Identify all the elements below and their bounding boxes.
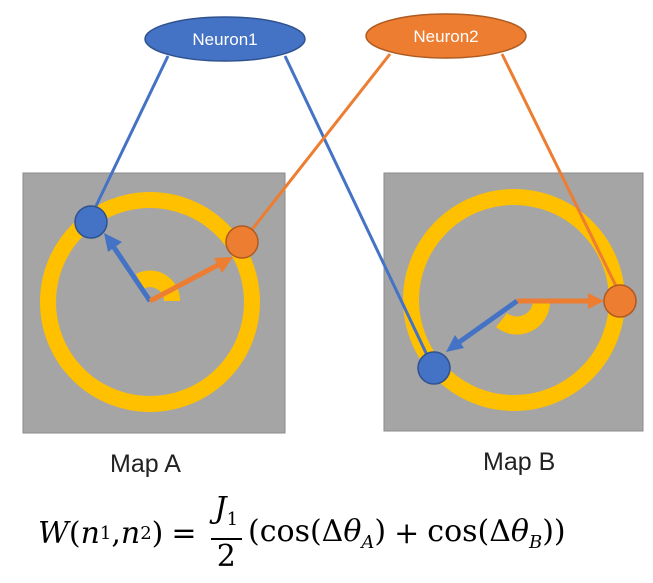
formula-lhs-func: W: [38, 515, 69, 551]
map-a-neuron1-dot: [74, 205, 108, 239]
formula-cos-term-a: (cos(ΔθA): [248, 513, 387, 553]
map-a-neuron1-vector: [110, 244, 153, 303]
formula-fraction-denominator: 2: [216, 539, 236, 574]
formula-paren-close: ): [151, 515, 164, 551]
neuron2-node: Neuron2: [365, 13, 527, 59]
map-b-angle-arc-inner: [507, 301, 533, 317]
map-a-label: Map A: [110, 450, 181, 478]
neuron1-to-map-a-line: [94, 55, 170, 207]
formula-theta-b-sub: B: [528, 531, 543, 553]
neuron2-to-map-b-line: [500, 53, 618, 287]
neuron1-label: Neuron1: [192, 30, 257, 49]
formula-arg1-sub: 1: [99, 522, 112, 544]
formula-arg1: n: [80, 515, 100, 551]
formula-coef-num-sub: 1: [226, 509, 239, 530]
map-b-neuron1-vector: [456, 298, 519, 346]
formula-fraction: J1 2: [210, 491, 243, 574]
neuron2-ellipse: [365, 13, 527, 59]
neuron1-to-map-b-line: [283, 55, 429, 356]
map-a-neuron2-arrowhead: [214, 257, 233, 273]
formula-arg2: n: [120, 515, 141, 551]
map-a: [22, 172, 286, 434]
map-a-neuron1-arrowhead: [104, 233, 122, 252]
formula-paren-open: (: [68, 515, 81, 551]
formula-comma: ,: [111, 515, 121, 551]
neuron2-label: Neuron2: [413, 27, 478, 46]
map-b-label: Map B: [483, 448, 556, 476]
formula-coef-num: J: [214, 491, 227, 526]
map-a-neuron2-dot: [225, 225, 259, 259]
map-a-neuron2-vector: [148, 262, 220, 304]
map-b: [383, 172, 644, 432]
formula-equals: =: [171, 515, 197, 551]
map-b-angle-arc: [496, 301, 551, 335]
map-b-neuron1-arrowhead: [446, 335, 464, 352]
map-b-neuron1-dot: [417, 351, 451, 385]
map-a-ring: [40, 192, 260, 412]
neuron1-node: Neuron1: [144, 16, 306, 62]
neuron1-ellipse: [144, 16, 306, 62]
map-b-neuron2-dot: [603, 284, 637, 318]
formula-fraction-numerator: J1: [210, 491, 243, 540]
formula-arg2-sub: 2: [140, 522, 152, 544]
formula-plus: +: [394, 515, 420, 551]
neuron2-to-map-a-line: [248, 53, 392, 233]
map-a-background: [22, 172, 286, 434]
formula-theta-a-sub: A: [361, 531, 375, 553]
formula-cos-term-b: cos(ΔθB)): [427, 513, 566, 553]
map-b-neuron2-arrowhead: [588, 293, 604, 309]
